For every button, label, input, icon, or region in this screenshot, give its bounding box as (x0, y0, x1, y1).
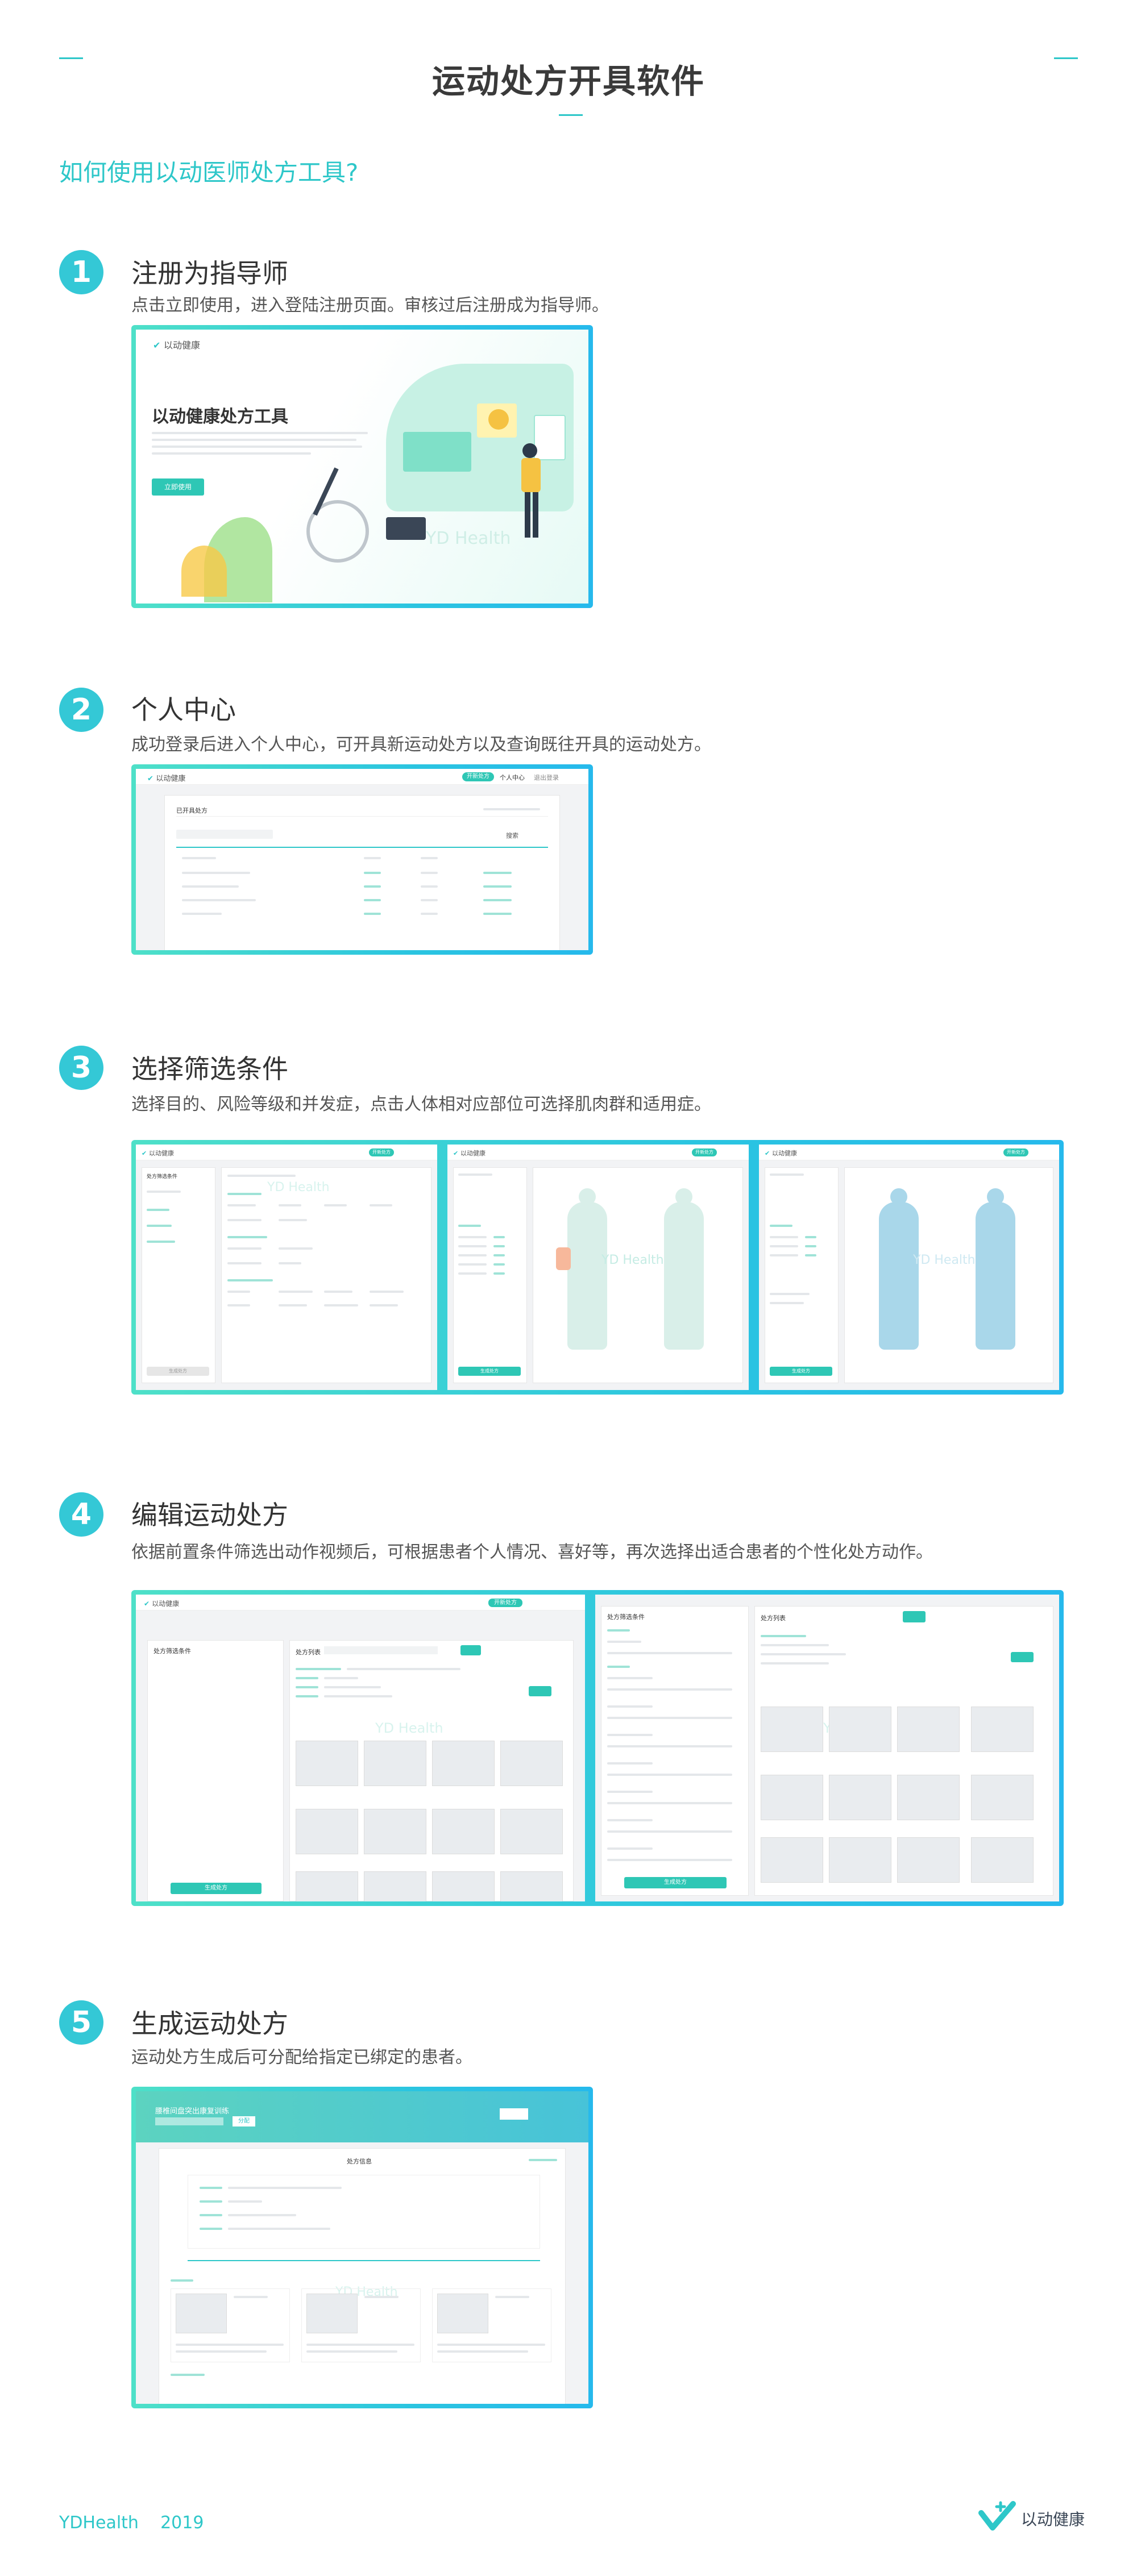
generate-button-3c[interactable]: 生成处方 (770, 1367, 832, 1376)
assign-button[interactable]: 分配 (233, 2116, 255, 2126)
step-2-desc: 成功登录后进入个人中心，可开具新运动处方以及查询既往开具的运动处方。 (131, 735, 711, 755)
section-title: 已开具处方 (176, 807, 208, 814)
footer-brand-logo: 以动健康 (978, 2499, 1092, 2533)
brand-logo: ✔ 以动健康 (153, 340, 200, 351)
step-3-title: 选择筛选条件 (131, 1054, 288, 1084)
generate-button-3a[interactable]: 生成处方 (147, 1367, 209, 1376)
step-2-number: 2 (59, 688, 103, 732)
step-1-desc: 点击立即使用，进入登陆注册页面。审核过后注册成为指导师。 (131, 296, 609, 315)
step-4-number: 4 (59, 1492, 103, 1537)
page-title: 运动处方开具软件 (431, 62, 705, 101)
step-3-desc: 选择目的、风险等级和并发症，点击人体相对应部位可选择肌肉群和适用症。 (131, 1095, 711, 1114)
brand-logo-3b: ✔ 以动健康 (453, 1150, 486, 1157)
new-prescription-button-3a[interactable]: 开新处方 (369, 1148, 394, 1156)
step-5-title: 生成运动处方 (131, 2008, 288, 2039)
body-front[interactable] (567, 1202, 607, 1350)
footer-credit: YDHealth 2019 (59, 2513, 204, 2533)
step-3-screenshot: ✔ 以动健康 开新处方 处方筛选条件 生成处方 YD Health (131, 1140, 1064, 1395)
body-back-selected[interactable] (976, 1202, 1015, 1350)
brand-check-icon (978, 2501, 1016, 2531)
step-5-desc: 运动处方生成后可分配给指定已绑定的患者。 (131, 2048, 472, 2067)
step-5-screenshot: 腰椎间盘突出康复训练 分配 处方信息 YD Health (131, 2087, 593, 2408)
step-4-desc: 依据前置条件筛选出动作视频后，可根据患者个人情况、喜好等，再次选择出适合患者的个… (131, 1542, 933, 1562)
generate-button-4[interactable]: 生成处方 (171, 1883, 262, 1894)
landing-heading: 以动健康处方工具 (152, 407, 288, 427)
step-5-number: 5 (59, 2000, 103, 2045)
new-prescription-button-4[interactable]: 开新处方 (488, 1599, 522, 1607)
step-4-title: 编辑运动处方 (131, 1500, 288, 1530)
search-input[interactable] (176, 830, 273, 839)
prescription-section: 处方信息 (347, 2158, 372, 2165)
watermark: YD Health (426, 528, 511, 548)
step-4-screenshot: ✔ 以动健康 开新处方 处方筛选条件 生成处方 处方列表 YD Health (131, 1590, 1064, 1906)
step-3-number: 3 (59, 1046, 103, 1090)
generate-button-4b[interactable]: 生成处方 (624, 1877, 727, 1888)
title-underline (559, 114, 583, 116)
step-1-number: 1 (59, 250, 103, 294)
filter-title-4b: 处方筛选条件 (607, 1613, 645, 1621)
footer-brand-text: 以动健康 (1021, 2510, 1085, 2529)
filter-title: 处方筛选条件 (147, 1174, 178, 1180)
step-2-title: 个人中心 (131, 694, 236, 725)
brand-logo-2: ✔ 以动健康 (147, 775, 186, 783)
filter-title-4: 处方筛选条件 (153, 1647, 191, 1655)
cta-button[interactable]: 立即使用 (152, 478, 204, 496)
new-prescription-button[interactable]: 开新处方 (462, 772, 494, 781)
list-title-4: 处方列表 (296, 1649, 321, 1656)
header-left-dash (59, 57, 83, 59)
body-back[interactable] (664, 1202, 704, 1350)
list-title-4b: 处方列表 (761, 1614, 786, 1622)
brand-logo-3c: ✔ 以动健康 (765, 1150, 798, 1157)
body-front-selected[interactable] (879, 1202, 919, 1350)
step-2-screenshot: ✔ 以动健康 开新处方 个人中心 退出登录 已开具处方 搜索 (131, 764, 593, 955)
search-button[interactable]: 搜索 (506, 832, 518, 839)
logout-link[interactable]: 退出登录 (534, 774, 559, 781)
personal-center-link[interactable]: 个人中心 (500, 774, 525, 781)
new-prescription-button-3b[interactable]: 开新处方 (692, 1148, 717, 1156)
new-prescription-button-3c[interactable]: 开新处方 (1003, 1148, 1028, 1156)
brand-logo-4: ✔ 以动健康 (144, 1600, 180, 1608)
step-1-screenshot: ✔ 以动健康 以动健康处方工具 立即使用 YD Health (131, 325, 593, 608)
generate-button-3b[interactable]: 生成处方 (458, 1367, 521, 1376)
header-right-dash (1054, 57, 1078, 59)
brand-logo-3a: ✔ 以动健康 (142, 1150, 175, 1157)
howto-heading: 如何使用以动医师处方工具? (59, 159, 359, 186)
step-1-title: 注册为指导师 (131, 258, 288, 289)
prescription-header: 腰椎间盘突出康复训练 (155, 2107, 230, 2116)
